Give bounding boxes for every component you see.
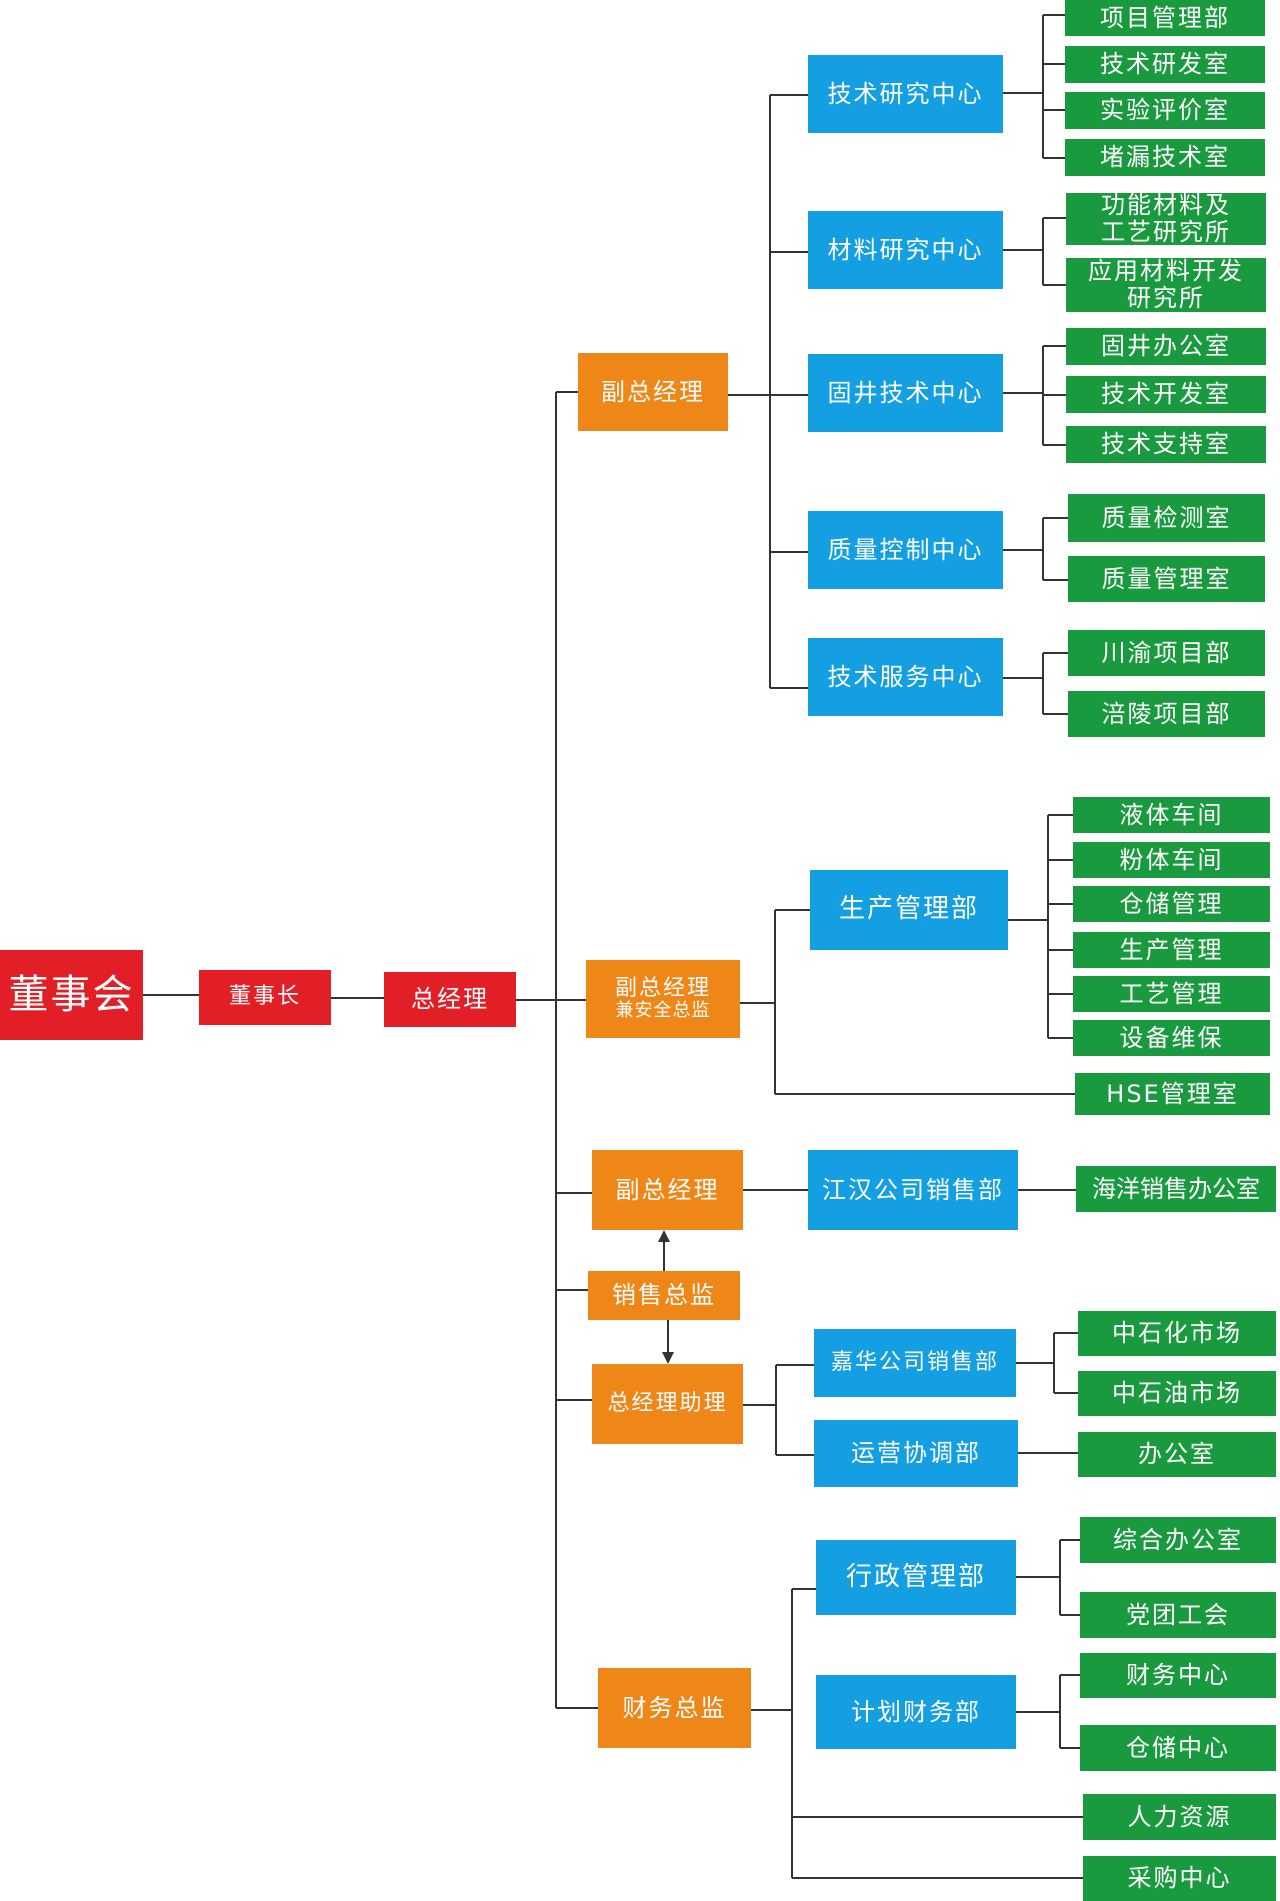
node-plugging-tech-room: 堵漏技术室 [1065,139,1265,176]
node-quality-mgmt-room: 质量管理室 [1068,556,1265,602]
node-process-mgmt: 工艺管理 [1073,976,1270,1012]
node-functional-material-institute: 功能材料及 工艺研究所 [1066,193,1266,245]
node-material-research-center: 材料研究中心 [808,211,1003,289]
node-jianghan-sales-dept: 江汉公司销售部 [808,1150,1018,1230]
node-quality-control-center: 质量控制中心 [808,511,1003,589]
node-petrochina-market: 中石油市场 [1078,1371,1276,1416]
node-quality-test-room: 质量检测室 [1068,494,1265,542]
node-vice-gm-1: 副总经理 [578,353,728,431]
vice-gm-2-title: 副总经理 [614,975,711,1001]
vice-gm-2-subtitle: 兼安全总监 [615,1000,711,1022]
node-general-office: 综合办公室 [1080,1517,1276,1563]
node-office: 办公室 [1078,1432,1276,1477]
node-sinopec-market: 中石化市场 [1078,1311,1276,1356]
node-production-mgmt-unit: 生产管理 [1073,932,1270,968]
node-applied-material-institute: 应用材料开发 研究所 [1066,258,1266,312]
node-admin-mgmt-dept: 行政管理部 [816,1540,1016,1615]
node-fuling-project: 涪陵项目部 [1068,691,1265,737]
node-experiment-eval-room: 实验评价室 [1065,92,1265,129]
applied-material-line-2: 研究所 [1127,284,1205,312]
node-party-union: 党团工会 [1080,1592,1276,1638]
node-vice-gm-2: 副总经理 兼安全总监 [586,960,740,1038]
node-tech-service-center: 技术服务中心 [808,638,1003,716]
node-powder-workshop: 粉体车间 [1073,842,1270,878]
node-general-manager: 总经理 [384,972,516,1027]
node-tech-rd-room: 技术研发室 [1065,46,1265,83]
node-chuanyu-project: 川渝项目部 [1068,630,1265,676]
node-cementing-office: 固井办公室 [1066,328,1266,365]
applied-material-line-1: 应用材料开发 [1088,258,1244,286]
arrow-down-icon [662,1352,674,1364]
node-vice-gm-3: 副总经理 [592,1150,743,1230]
node-human-resources: 人力资源 [1083,1794,1276,1840]
node-gm-assistant: 总经理助理 [592,1364,743,1444]
node-jiahua-sales-dept: 嘉华公司销售部 [814,1329,1016,1397]
node-tech-research-center: 技术研究中心 [808,55,1003,133]
node-storage-center: 仓储中心 [1080,1725,1276,1771]
node-purchase-center: 采购中心 [1083,1856,1276,1901]
node-tech-support-room: 技术支持室 [1066,426,1266,463]
functional-material-line-2: 工艺研究所 [1101,218,1231,245]
node-finance-director: 财务总监 [598,1668,751,1748]
node-liquid-workshop: 液体车间 [1073,797,1270,833]
node-hse-mgmt-room: HSE管理室 [1075,1073,1270,1115]
node-ocean-sales-office: 海洋销售办公室 [1076,1166,1276,1212]
node-tech-dev-room: 技术开发室 [1066,376,1266,413]
node-chairman: 董事长 [199,970,331,1025]
node-finance-center: 财务中心 [1080,1653,1276,1698]
functional-material-line-1: 功能材料及 [1101,193,1231,220]
node-board: 董事会 [0,950,143,1040]
node-cementing-tech-center: 固井技术中心 [808,354,1003,432]
node-operation-coord-dept: 运营协调部 [814,1420,1018,1487]
node-plan-finance-dept: 计划财务部 [816,1675,1016,1749]
arrow-up-icon [658,1230,670,1242]
node-project-mgmt: 项目管理部 [1065,0,1265,36]
node-warehouse-mgmt: 仓储管理 [1073,886,1270,922]
node-sales-director: 销售总监 [588,1271,740,1320]
node-equipment-maintenance: 设备维保 [1073,1020,1270,1056]
node-production-mgmt-dept: 生产管理部 [810,870,1008,950]
